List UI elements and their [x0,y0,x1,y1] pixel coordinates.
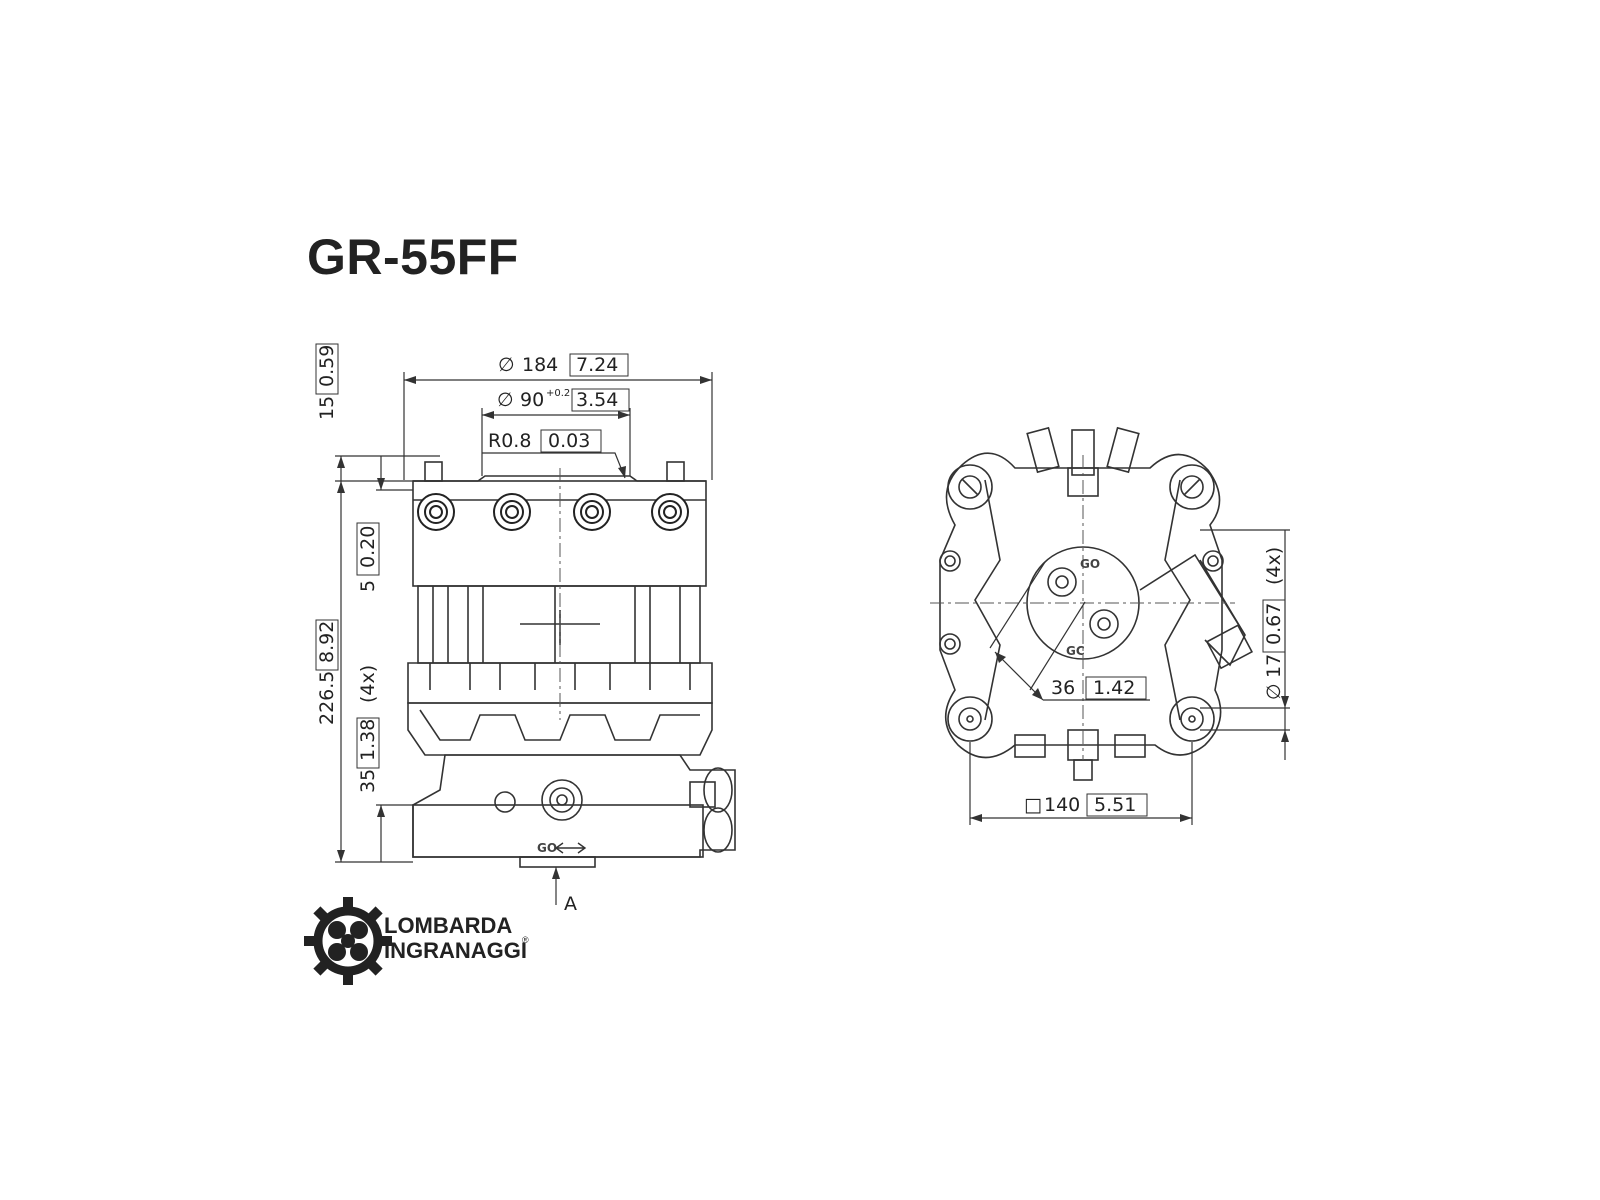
top-port-label-go: GO [1080,557,1100,571]
logo-line-2: INGRANAGGI [384,938,527,963]
dim-outer-diameter-mm: 184 [522,354,558,376]
gear-logo-icon [304,897,392,985]
dim-outer-diameter-symbol: ∅ [498,354,515,376]
dim-radius-inch: 0.03 [548,430,590,452]
dim-hole-diameter-count: (4x) [1263,547,1285,585]
view-label: A [564,893,577,915]
dim-step-inch: 0.20 [357,526,379,568]
dim-square-inch: 5.51 [1094,794,1136,816]
logo-registered-mark: ® [522,935,529,945]
dim-step-mm: 5 [357,580,379,592]
dim-radius-mm: R0.8 [488,430,531,452]
dim-port-spacing-inch: 1.42 [1093,677,1135,699]
dim-hole-diameter-mm: 17 [1263,654,1285,678]
dim-inner-diameter-mm: 90 [520,389,544,411]
dim-top-height-inch: 0.59 [316,345,338,387]
dim-square-mm: 140 [1044,794,1080,816]
drawing-title: GR-55FF [307,229,519,285]
dim-base-height-mm: 35 [357,769,379,793]
dim-hole-diameter-inch: 0.67 [1263,603,1285,645]
side-port-label: GO [537,841,557,855]
dim-top-height-mm: 15 [316,396,338,420]
dim-inner-diameter-tolerance: +0.2 [546,388,570,399]
dim-port-spacing-mm: 36 [1051,677,1075,699]
logo-line-1: LOMBARDA [384,913,512,938]
dim-square-symbol: □ [1024,794,1042,816]
dim-base-height-count: (4x) [357,665,379,703]
dim-inner-diameter-inch: 3.54 [576,389,618,411]
dim-inner-diameter-symbol: ∅ [497,389,514,411]
dim-hole-diameter-symbol: ∅ [1263,683,1285,700]
top-port-label-gc: GC [1066,644,1085,658]
dim-total-height-mm: 226.5 [316,671,338,725]
dim-base-height-inch: 1.38 [357,719,379,761]
dim-outer-diameter-inch: 7.24 [576,354,618,376]
dim-total-height-inch: 8.92 [316,621,338,663]
